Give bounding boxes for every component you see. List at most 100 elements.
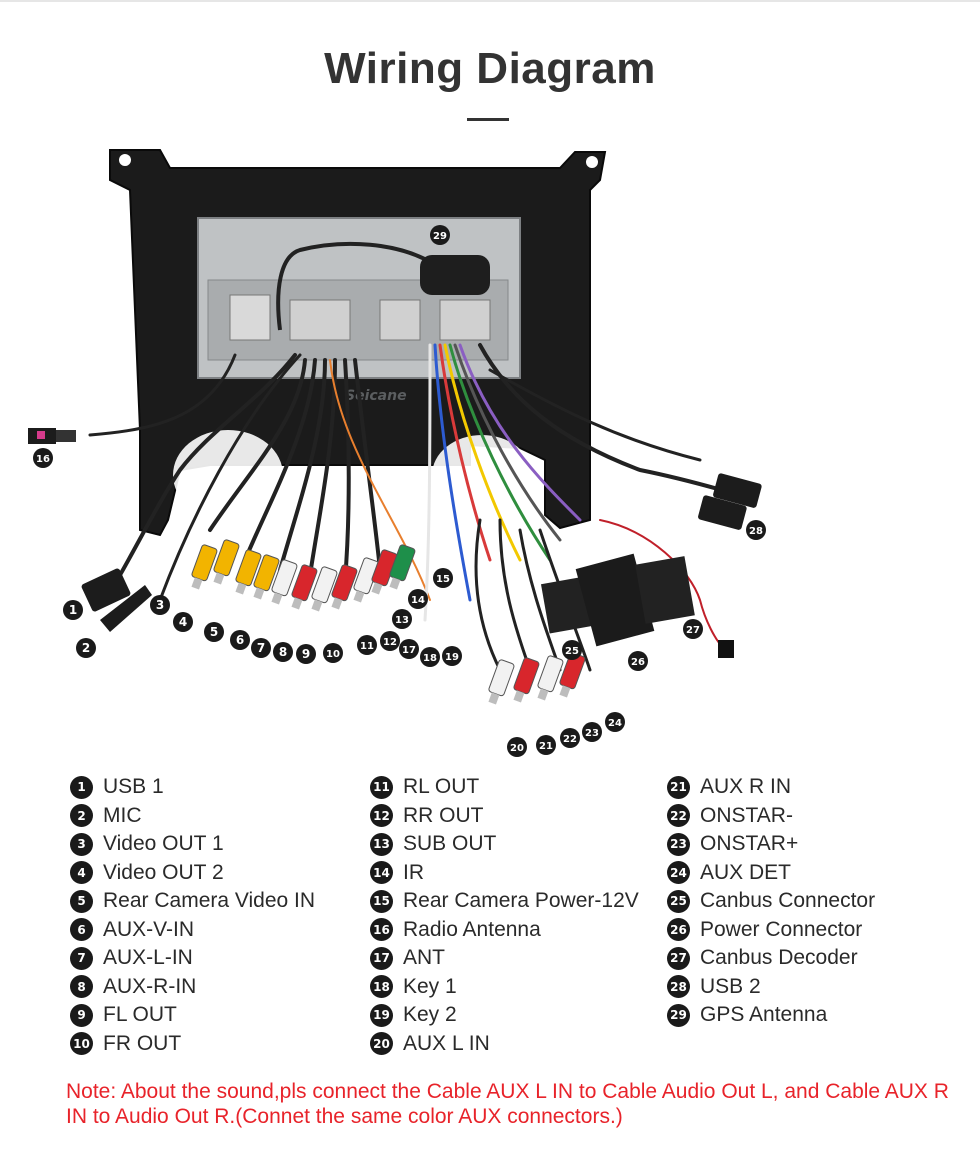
legend-number-badge: 11 — [370, 775, 393, 799]
legend-label: Key 2 — [403, 1003, 457, 1027]
callout-22: 22 — [560, 728, 580, 748]
legend-label: RR OUT — [403, 803, 484, 827]
wiring-diagram: Seicane — [28, 149, 766, 757]
callout-number: 19 — [445, 652, 459, 663]
watermark-logo: Seicane — [345, 388, 407, 404]
callout-number: 9 — [302, 647, 310, 661]
callout-circle — [582, 722, 602, 742]
legend-number-badge: 8 — [70, 975, 93, 999]
legend-label: USB 1 — [103, 775, 164, 799]
legend-label: Canbus Connector — [700, 889, 876, 913]
callout-21: 21 — [536, 735, 556, 755]
callout-number: 26 — [631, 657, 645, 668]
legend-number-badge: 14 — [370, 861, 393, 885]
rca-plug-tip — [371, 582, 383, 595]
callout-28: 28 — [746, 520, 766, 540]
legend-label: AUX DET — [700, 860, 792, 884]
legend-number-badge: 17 — [370, 946, 393, 970]
legend-label: SUB OUT — [403, 832, 497, 856]
rca-plug-tip — [291, 597, 303, 610]
callout-number: 12 — [383, 637, 397, 648]
rca-plug-tip — [191, 577, 203, 590]
page-title: Wiring Diagram — [324, 44, 656, 93]
legend-label: Video OUT 2 — [103, 860, 224, 884]
legend-number-badge: 21 — [667, 775, 690, 799]
callout-29: 29 — [430, 225, 450, 245]
legend-number-badge: 9 — [70, 1003, 93, 1027]
legend-number-badge: 26 — [667, 918, 690, 942]
legend-number-badge: 5 — [70, 889, 93, 913]
legend-number-badge: 12 — [370, 804, 393, 828]
callout-circle — [33, 448, 53, 468]
legend-number-badge: 19 — [370, 1003, 393, 1027]
usb2-connector — [698, 473, 762, 530]
legend-label: MIC — [103, 803, 142, 827]
rca-plug — [213, 539, 240, 577]
mic-connector — [100, 585, 152, 632]
legend-label: AUX R IN — [700, 775, 792, 799]
callout-circle — [420, 647, 440, 667]
callout-4: 4 — [173, 612, 193, 632]
callout-circle — [63, 600, 83, 620]
legend-item-24: 24 AUX DET — [667, 859, 875, 888]
callout-number: 2 — [82, 641, 90, 655]
legend-number-badge: 25 — [667, 889, 690, 913]
callout-circle — [605, 712, 625, 732]
callout-circle — [296, 644, 316, 664]
legend-label: Canbus Decoder — [700, 946, 858, 970]
legend-item-26: 26 Power Connector — [667, 916, 875, 945]
legend-number-badge: 18 — [370, 975, 393, 999]
rca-plug-tip — [311, 599, 323, 612]
gps-antenna — [276, 241, 490, 331]
legend-label: AUX-L-IN — [103, 946, 193, 970]
callout-circle — [323, 643, 343, 663]
rca-plug-tip — [235, 582, 247, 595]
rca-plug-tip — [331, 597, 343, 610]
callout-number: 20 — [510, 743, 524, 754]
callout-12: 12 — [380, 631, 400, 651]
legend-number-badge: 24 — [667, 861, 690, 885]
rca-plug-tip — [559, 685, 571, 698]
callout-circle — [399, 639, 419, 659]
callout-number: 16 — [36, 454, 50, 465]
callout-circle — [442, 646, 462, 666]
callout-number: 10 — [326, 649, 340, 660]
callout-number: 6 — [236, 633, 244, 647]
callout-number: 3 — [156, 598, 164, 612]
callout-circle — [430, 225, 450, 245]
legend-number-badge: 4 — [70, 861, 93, 885]
callout-25: 25 — [562, 640, 582, 660]
legend-number-badge: 29 — [667, 1003, 690, 1027]
callout-number: 21 — [539, 741, 553, 752]
legend-number-badge: 28 — [667, 975, 690, 999]
legend-label: ANT — [403, 946, 445, 970]
legend-item-19: 19 Key 2 — [370, 1001, 639, 1030]
top-divider — [0, 0, 980, 2]
legend-label: GPS Antenna — [700, 1003, 828, 1027]
rca-plug — [331, 564, 358, 602]
callout-circle — [150, 595, 170, 615]
callout-number: 25 — [565, 646, 579, 657]
callout-circle — [392, 609, 412, 629]
legend-number-badge: 27 — [667, 946, 690, 970]
rca-plug — [513, 657, 540, 695]
callout-10: 10 — [323, 643, 343, 663]
rca-plug-tip — [537, 688, 549, 701]
callout-7: 7 — [251, 638, 271, 658]
legend-label: IR — [403, 860, 424, 884]
callout-27: 27 — [683, 619, 703, 639]
callout-number: 1 — [69, 603, 77, 617]
callout-circle — [746, 520, 766, 540]
usb1-connector — [81, 568, 131, 612]
legend-label: Power Connector — [700, 917, 863, 941]
